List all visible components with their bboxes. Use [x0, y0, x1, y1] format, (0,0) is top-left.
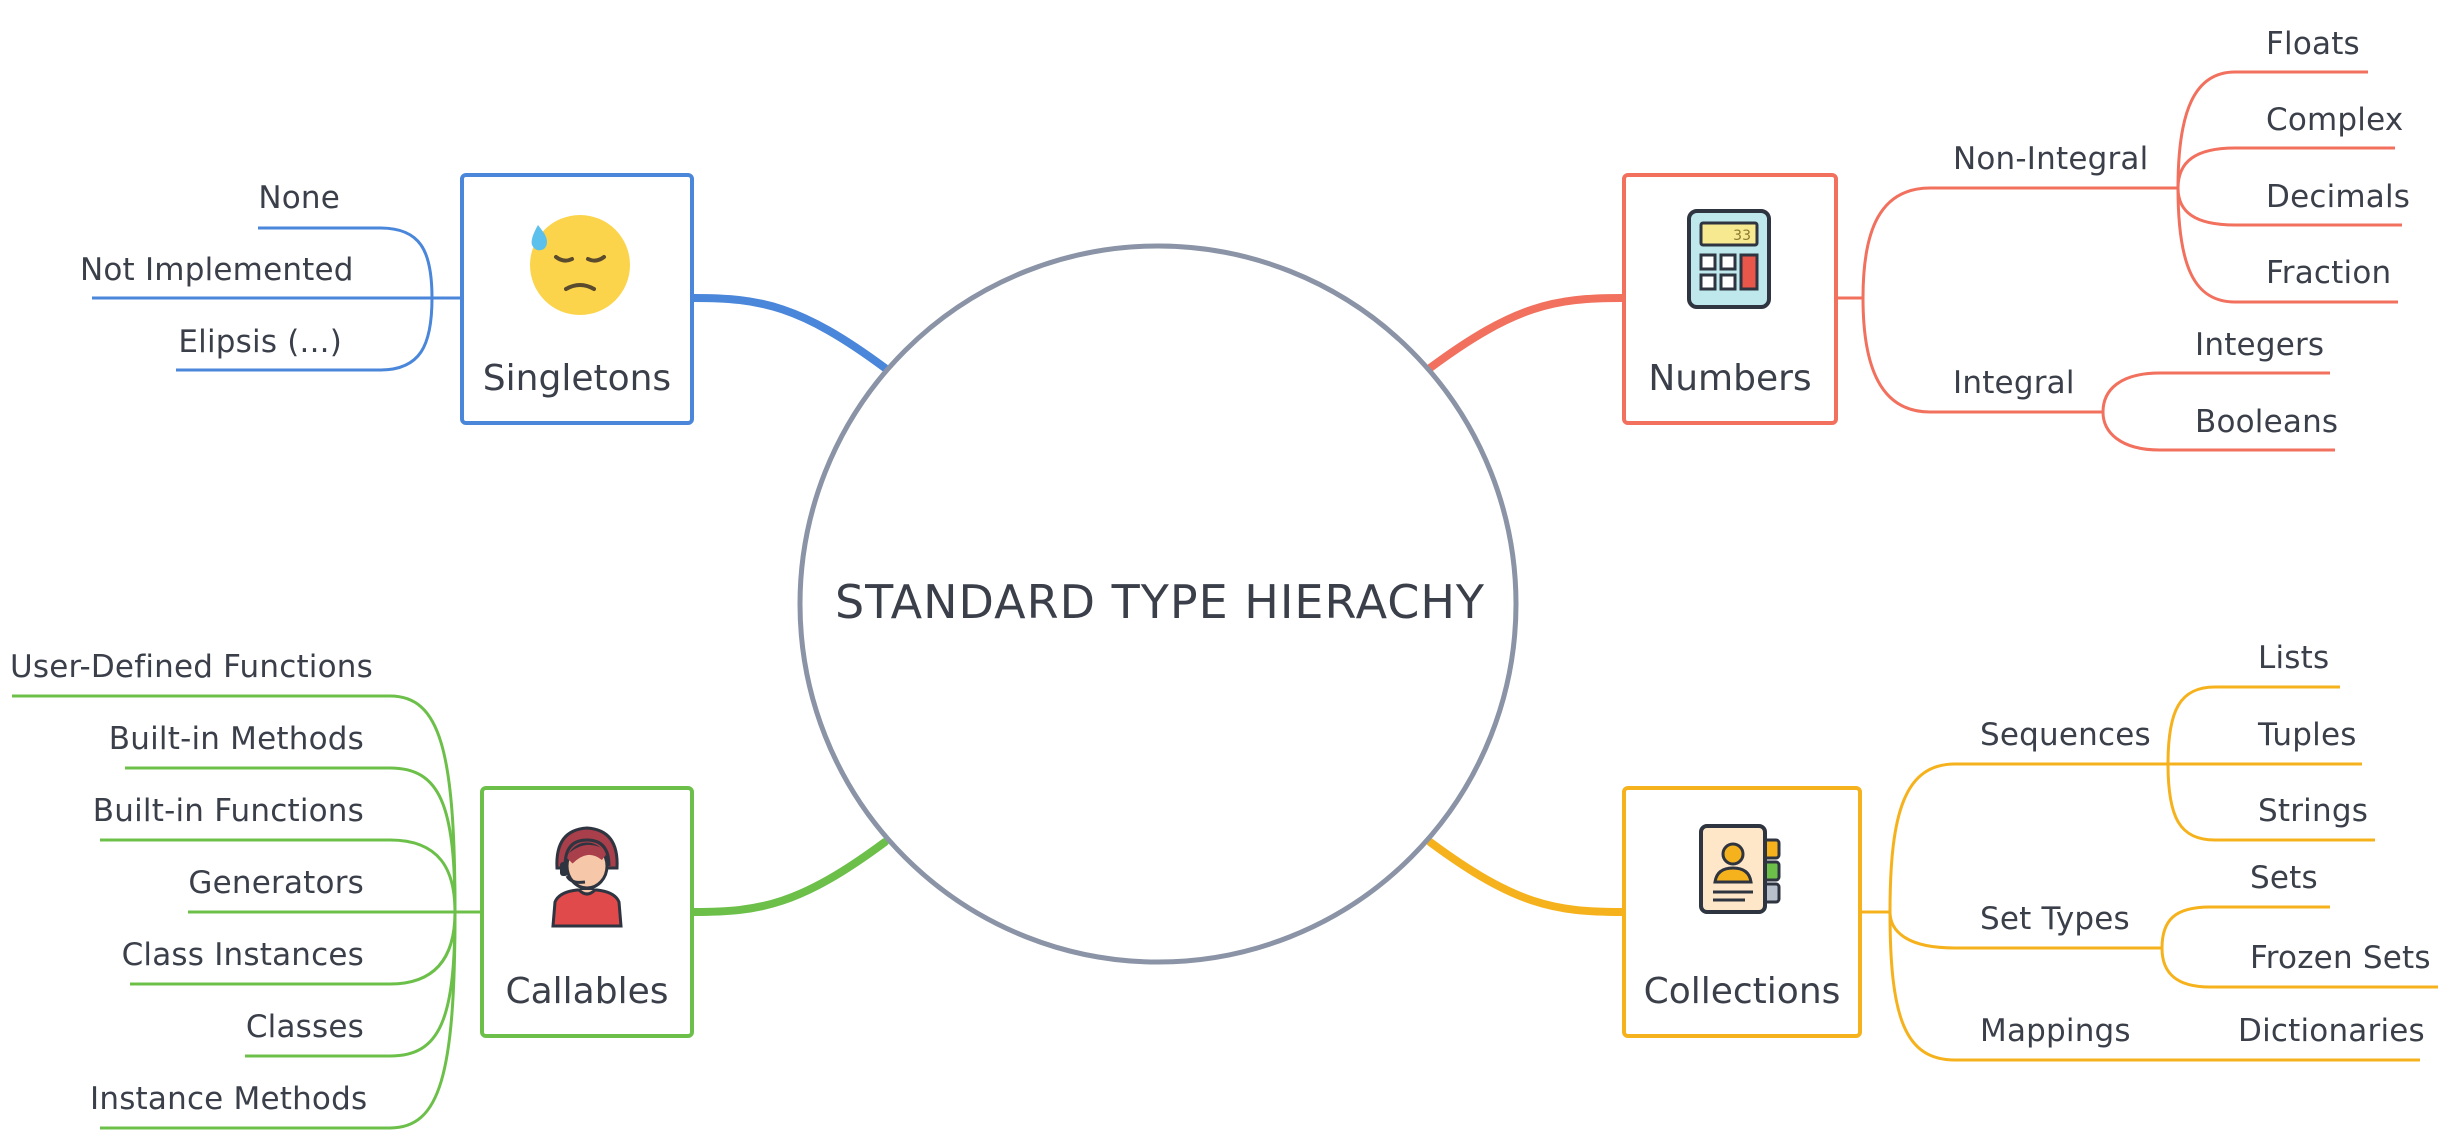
singletons-item-not-implemented[interactable]: Not Implemented — [80, 252, 354, 288]
callables-item-user-defined-functions[interactable]: User-Defined Functions — [10, 649, 373, 685]
person-headset-icon — [551, 826, 623, 928]
calculator-icon: 33 — [1687, 209, 1771, 309]
callables-item-instance-methods[interactable]: Instance Methods — [90, 1081, 368, 1117]
numbers-item-booleans[interactable]: Booleans — [2195, 404, 2339, 440]
contact-card-icon — [1699, 824, 1781, 914]
collections-item-tuples[interactable]: Tuples — [2258, 717, 2357, 753]
connector-numbers — [1426, 294, 1626, 372]
singletons-leaf-lines — [92, 226, 460, 372]
collections-group-sequences[interactable]: Sequences — [1980, 717, 2151, 753]
center-title: STANDARD TYPE HIERACHY — [834, 575, 1486, 629]
singletons-item-none[interactable]: None — [258, 180, 340, 216]
collections-leaf-lines — [1862, 685, 2438, 1062]
singletons-node[interactable]: Singletons — [460, 173, 694, 425]
connector-singletons — [690, 294, 889, 372]
singletons-item-elipsis[interactable]: Elipsis (...) — [178, 324, 342, 360]
numbers-node[interactable]: 33 Numbers — [1622, 173, 1838, 425]
numbers-item-fraction[interactable]: Fraction — [2266, 255, 2392, 291]
numbers-item-decimals[interactable]: Decimals — [2266, 179, 2411, 215]
collections-label: Collections — [1643, 971, 1841, 1012]
numbers-item-integers[interactable]: Integers — [2195, 327, 2325, 363]
collections-item-frozen-sets[interactable]: Frozen Sets — [2250, 940, 2431, 976]
callables-item-classes[interactable]: Classes — [245, 1009, 364, 1045]
center-node[interactable] — [797, 243, 1519, 965]
numbers-group-integral[interactable]: Integral — [1953, 365, 2075, 401]
connector-callables — [690, 838, 889, 916]
collections-group-mappings[interactable]: Mappings — [1980, 1013, 2131, 1049]
callables-item-generators[interactable]: Generators — [188, 865, 364, 901]
numbers-leaf-lines — [1837, 70, 2402, 452]
numbers-item-complex[interactable]: Complex — [2266, 102, 2404, 138]
callables-label: Callables — [505, 971, 669, 1012]
callables-item-built-in-methods[interactable]: Built-in Methods — [108, 721, 364, 757]
collections-item-sets[interactable]: Sets — [2250, 860, 2318, 896]
numbers-item-floats[interactable]: Floats — [2266, 26, 2360, 62]
numbers-label: Numbers — [1648, 358, 1812, 399]
collections-node[interactable]: Collections — [1622, 786, 1862, 1038]
collections-item-dictionaries[interactable]: Dictionaries — [2238, 1013, 2425, 1049]
singletons-label: Singletons — [482, 358, 672, 399]
callables-item-class-instances[interactable]: Class Instances — [121, 937, 364, 973]
callables-item-built-in-functions[interactable]: Built-in Functions — [92, 793, 364, 829]
calculator-display: 33 — [1733, 228, 1751, 244]
collections-item-lists[interactable]: Lists — [2258, 640, 2330, 676]
collections-item-strings[interactable]: Strings — [2258, 793, 2369, 829]
numbers-group-non-integral[interactable]: Non-Integral — [1953, 141, 2149, 177]
callables-node[interactable]: Callables — [480, 786, 694, 1038]
collections-group-set-types[interactable]: Set Types — [1980, 901, 2130, 937]
connector-collections — [1426, 838, 1626, 916]
callables-leaf-lines — [12, 694, 480, 1130]
sweating-face-icon — [530, 215, 630, 315]
